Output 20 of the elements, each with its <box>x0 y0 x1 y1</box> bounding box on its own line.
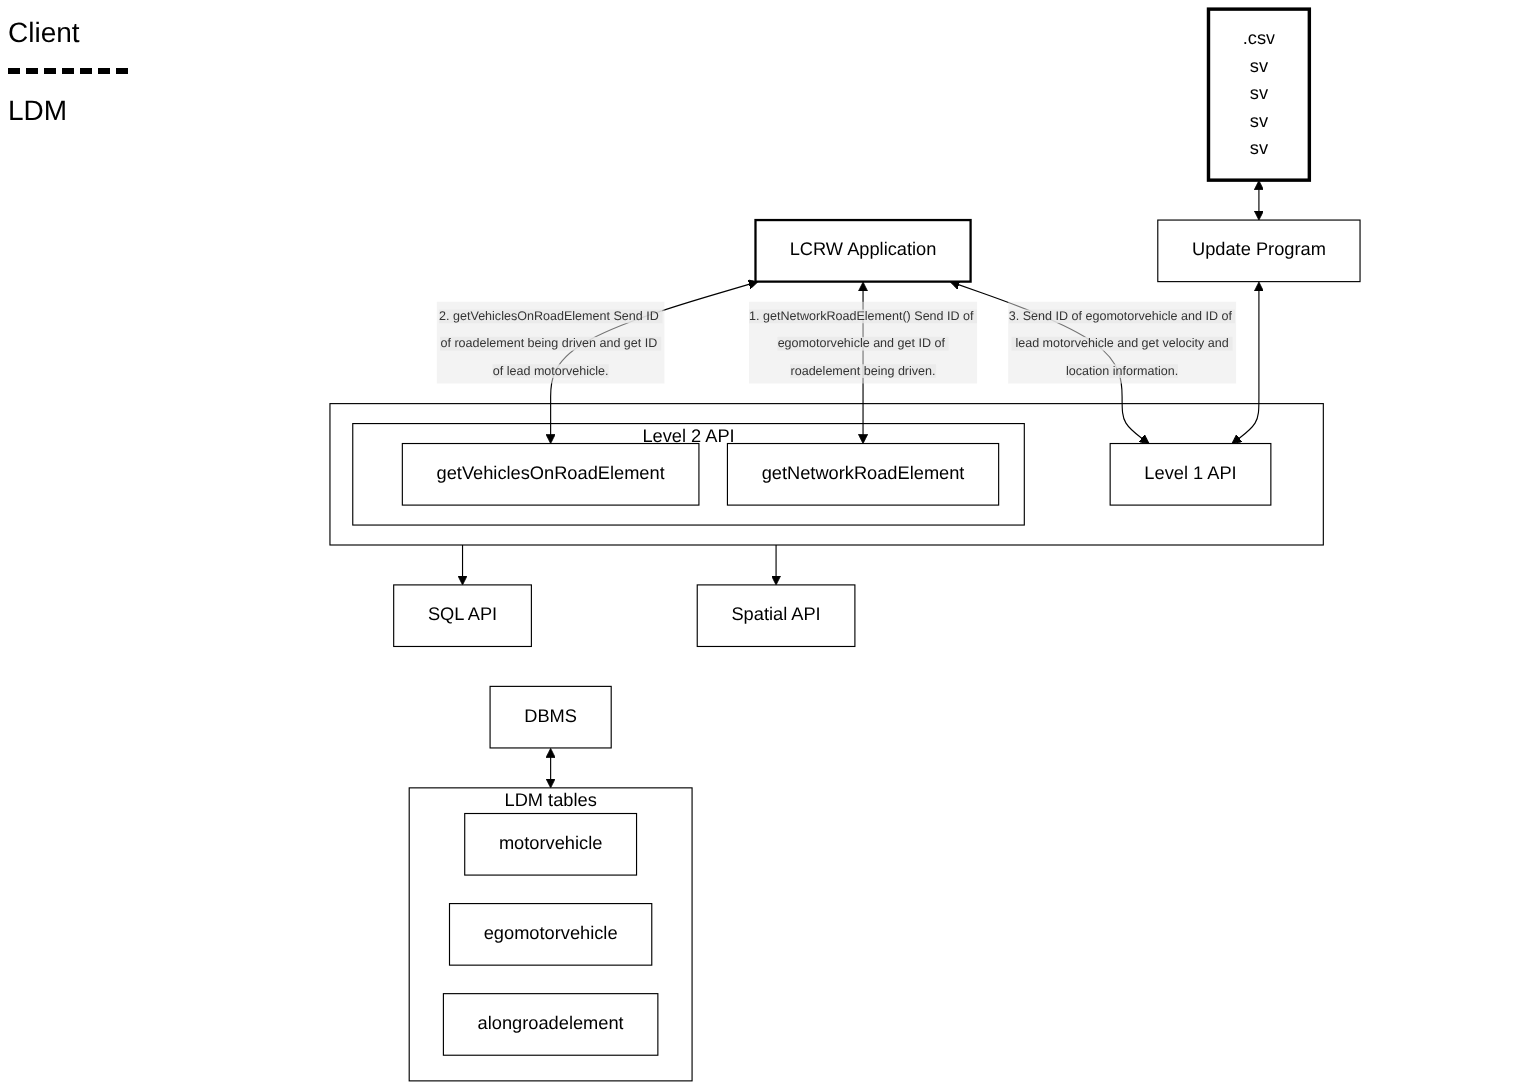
arrow <box>457 544 468 586</box>
section-label: LDM <box>8 94 70 126</box>
node-box: alongroadelement <box>442 993 659 1056</box>
cluster <box>329 403 1324 546</box>
arrow <box>545 747 556 789</box>
arrow <box>771 544 782 586</box>
node-box: Update Program <box>1157 219 1361 283</box>
node-box: getVehiclesOnRoadElement <box>401 442 700 506</box>
node-box: Level 1 API <box>1109 442 1272 506</box>
node-box: motorvehicle <box>464 812 638 876</box>
arrow <box>1253 180 1264 221</box>
section-label: Client <box>8 16 82 48</box>
node-box: egomotorvehicle <box>448 903 653 966</box>
node-box: SQL API <box>393 584 532 648</box>
node-box: Spatial API <box>696 584 856 648</box>
arrow <box>1231 281 1264 444</box>
node-box: LCRW Application <box>754 218 972 283</box>
node-box: getNetworkRoadElement <box>726 442 1000 506</box>
node-box: .csv sv sv sv sv <box>1206 7 1312 182</box>
node-box: DBMS <box>489 685 612 749</box>
